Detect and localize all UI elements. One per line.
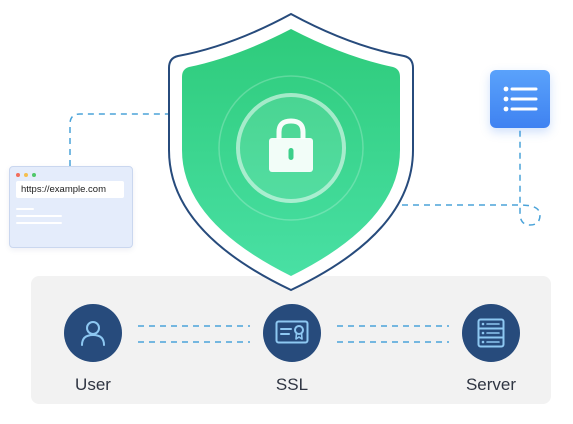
shield-glow-ring-outer <box>218 75 364 221</box>
padlock-icon <box>269 118 313 172</box>
maximize-dot-icon <box>32 173 36 177</box>
content-line <box>16 215 62 217</box>
server-node-circle <box>462 304 520 362</box>
window-controls <box>16 173 36 177</box>
server-icon <box>477 318 505 348</box>
user-icon <box>81 321 105 346</box>
close-dot-icon <box>16 173 20 177</box>
browser-window: https://example.com <box>9 166 133 248</box>
browser-to-shield-connector <box>69 113 172 166</box>
flow-node-user: User <box>48 304 138 395</box>
shield-glow-ring <box>236 93 346 203</box>
flow-node-server: Server <box>446 304 536 395</box>
ssl-node-circle <box>263 304 321 362</box>
flow-node-label: SSL <box>275 375 309 394</box>
certificate-icon <box>275 320 309 344</box>
flow-node-label: Server <box>465 375 517 394</box>
address-bar: https://example.com <box>16 181 124 198</box>
flow-node-ssl: SSL <box>247 304 337 395</box>
list-icon <box>503 86 538 112</box>
flow-node-label: User <box>75 375 111 394</box>
minimize-dot-icon <box>24 173 28 177</box>
user-node-circle <box>64 304 122 362</box>
shield-to-tile-connector <box>402 128 541 226</box>
content-line <box>16 208 34 210</box>
document-list-tile <box>490 70 550 128</box>
content-line <box>16 222 62 224</box>
